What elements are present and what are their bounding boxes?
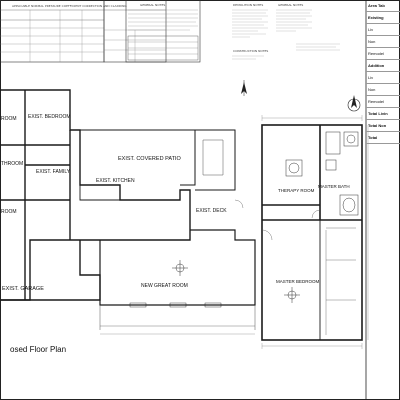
area-row: Liv (366, 24, 400, 36)
covered-patio-outline (80, 129, 196, 186)
therapy-tub (285, 159, 303, 177)
room-label-room-left-lower: ROOM (1, 209, 17, 215)
room-label-bedroom-center: EXIST. BEDROOM (28, 114, 71, 120)
room-label-master-bedroom: MASTER BEDROOM (276, 279, 320, 284)
addition-walls (261, 124, 363, 341)
area-row: Existing (366, 12, 400, 24)
area-row: Non (366, 36, 400, 48)
existing-house-walls (0, 89, 191, 301)
door-swings (234, 199, 321, 241)
demolition-notes-block: DEMOLITION NOTES CONSTRUCTION NOTES (232, 3, 268, 60)
area-row: Total (366, 132, 400, 144)
deck-outline (195, 129, 236, 191)
area-row: Non (366, 84, 400, 96)
room-label-family: EXIST. FAMILY (36, 169, 71, 175)
great-room-walls (99, 229, 256, 330)
wind-table-2 (103, 0, 167, 63)
room-label-bedroom-left: ROOM (1, 116, 17, 122)
general-notes-2-heading: GENERAL NOTES (278, 3, 303, 7)
room-label-bathroom-left: THROOM (1, 161, 23, 167)
wind-pressure-table: APPLICABLE NORMAL PRESSURE COEFFICIENT C… (0, 0, 127, 63)
area-row: Liv (366, 72, 400, 84)
area-row: Total Livin (366, 108, 400, 120)
room-label-great-room: NEW GREAT ROOM (141, 283, 188, 289)
construction-notes-heading: CONSTRUCTION NOTES (233, 49, 268, 53)
area-row: Remodel (366, 48, 400, 60)
area-row: Total Non (366, 120, 400, 132)
room-label-therapy: THERAPY ROOM (278, 188, 315, 193)
master-bath-fixtures (325, 131, 359, 216)
room-label-master-bath: MASTER BATH (318, 184, 350, 189)
drawing-caption: osed Floor Plan (10, 345, 67, 354)
dimension-lines (100, 115, 369, 349)
area-panel-title: Area Tab (366, 0, 400, 12)
area-row: Remodel (366, 96, 400, 108)
room-label-deck: EXIST. DECK (196, 208, 227, 214)
closet-shelves (325, 227, 356, 335)
area-tabulation-panel: Area Tab Existing Liv Non Remodel Additi… (366, 0, 400, 144)
room-label-garage: EXIST. GARAGE (2, 286, 44, 292)
north-arrow-icon (241, 80, 247, 96)
room-label-covered-patio: EXIST. COVERED PATIO (118, 156, 181, 162)
general-notes-block: GENERAL NOTES (125, 0, 201, 63)
great-room-windows (129, 302, 222, 308)
north-arrow-icon (347, 95, 361, 112)
wind-table-heading: APPLICABLE NORMAL PRESSURE COEFFICIENT C… (12, 4, 127, 8)
ceiling-fan-icon (284, 287, 300, 303)
room-labels: ROOM EXIST. BEDROOM THROOM EXIST. FAMILY… (1, 114, 350, 292)
general-notes-2-block: GENERAL NOTES (276, 3, 340, 51)
room-label-kitchen: EXIST. KITCHEN (96, 178, 135, 184)
ceiling-fan-icon (172, 260, 188, 276)
general-notes-heading: GENERAL NOTES (140, 3, 165, 7)
area-row: Addition (366, 60, 400, 72)
demo-notes-heading: DEMOLITION NOTES (233, 3, 263, 7)
